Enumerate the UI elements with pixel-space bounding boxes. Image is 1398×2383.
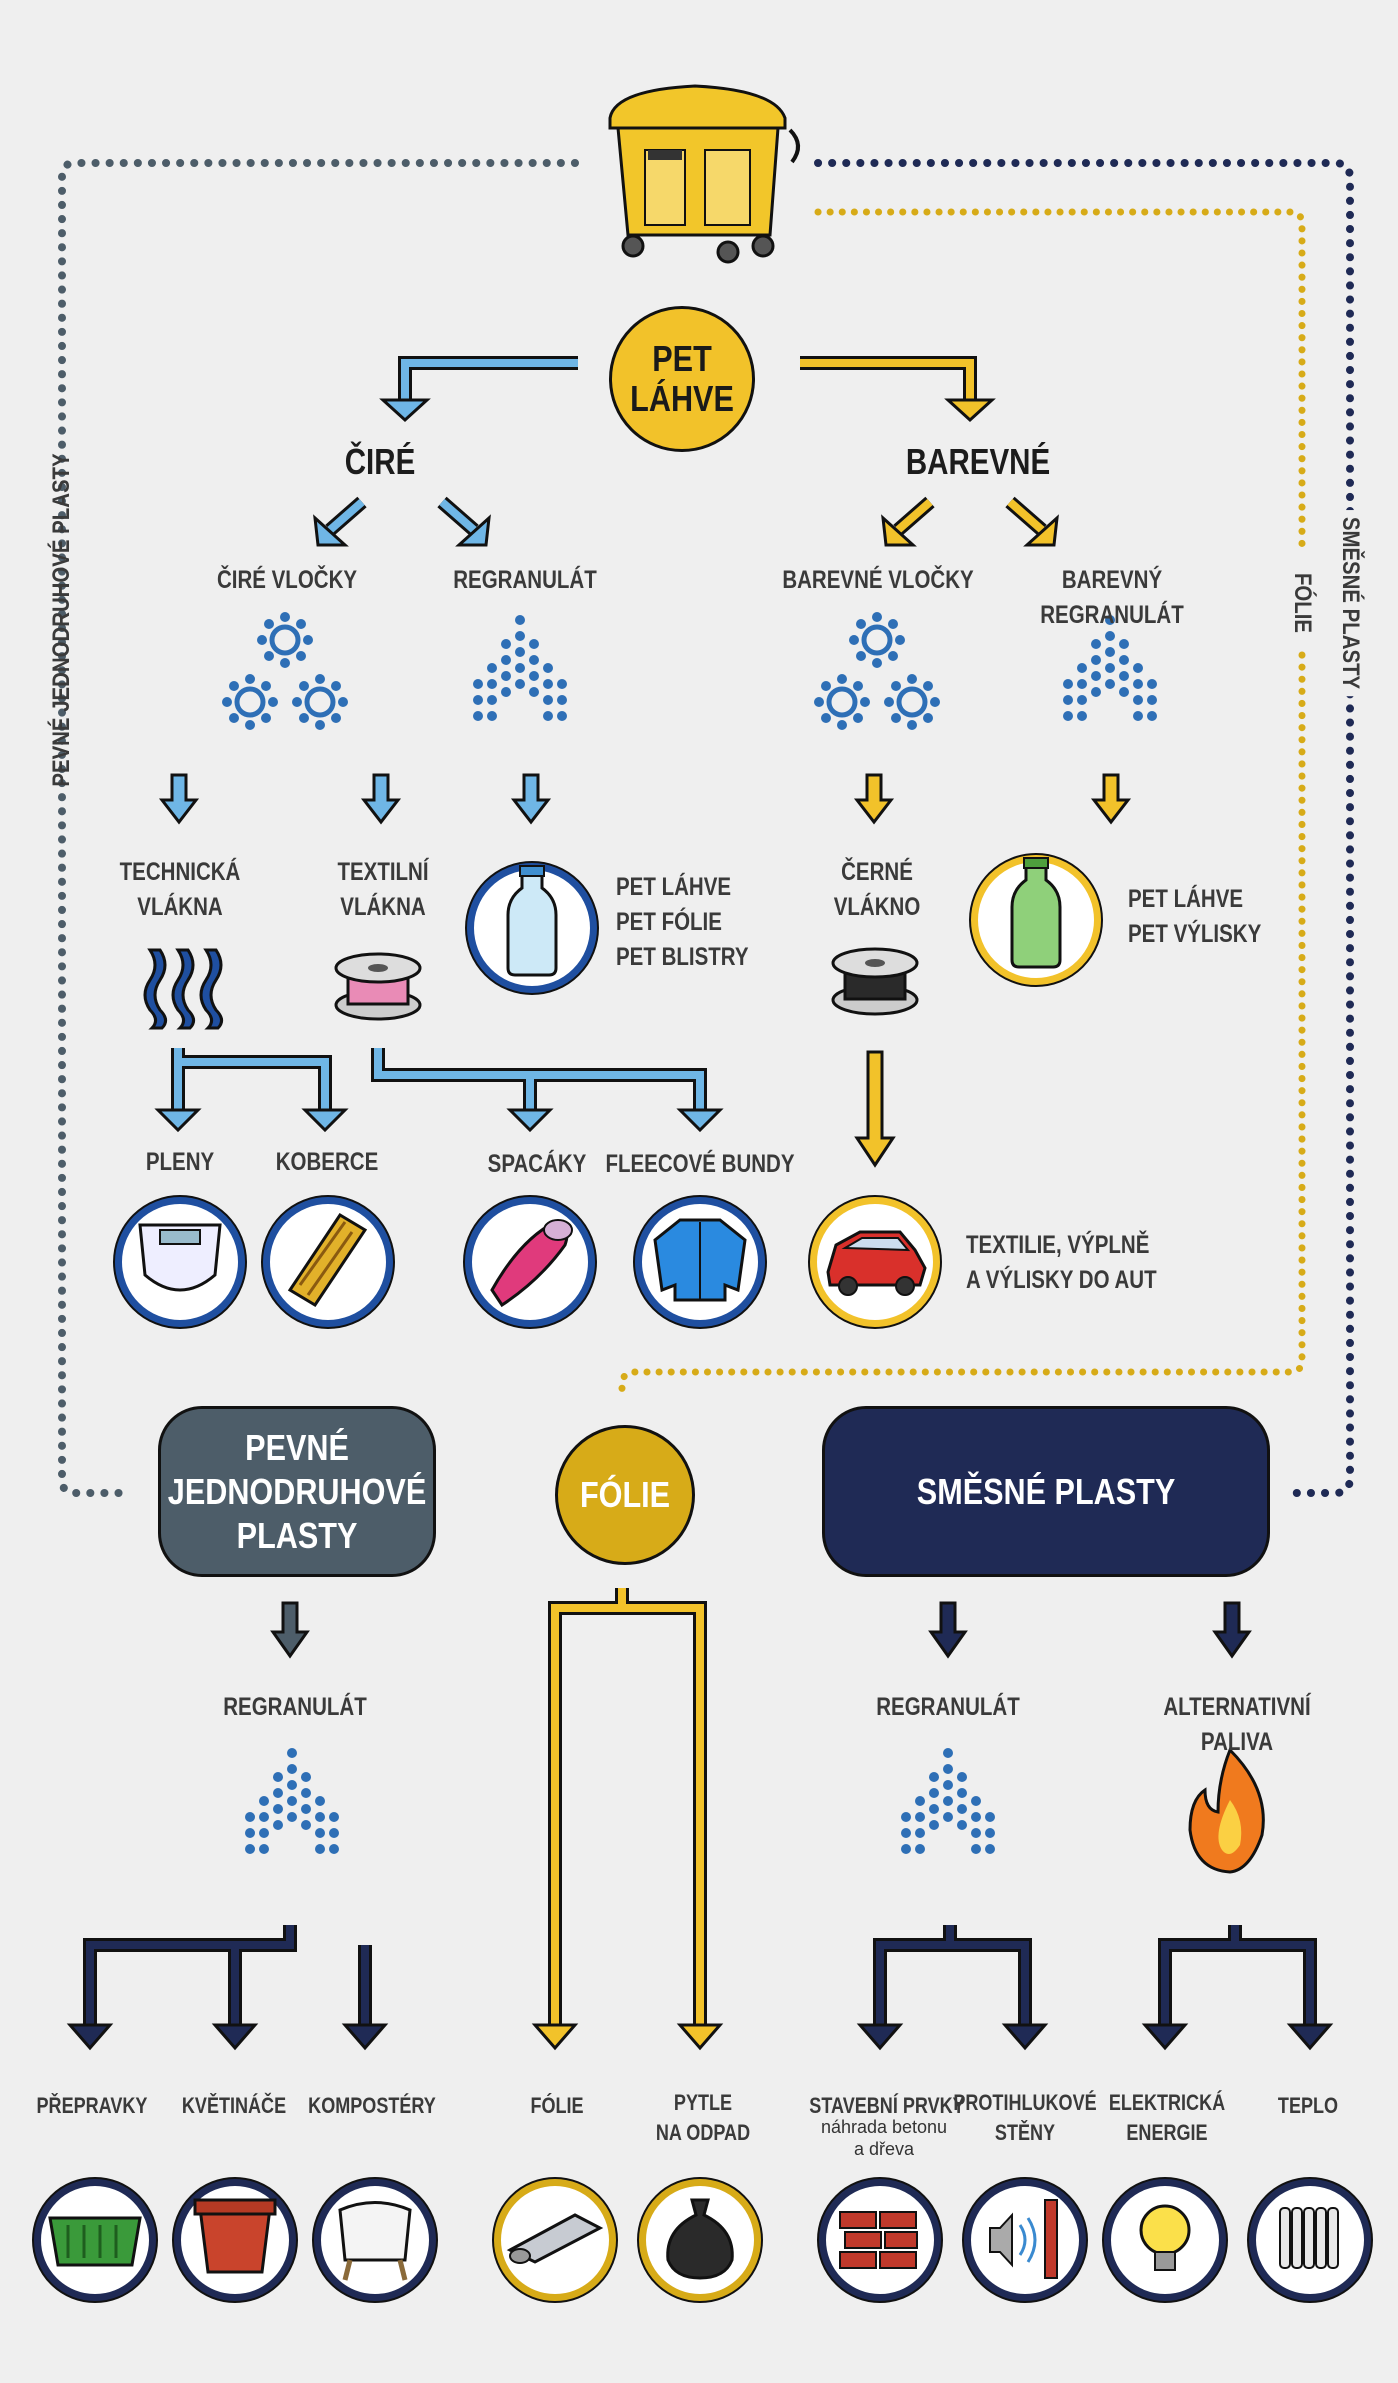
category-solid-title: PEVNÉ JEDNODRUHOVÉ PLASTY (167, 1426, 427, 1556)
radiator-icon (1247, 2177, 1373, 2303)
bulb-icon (1102, 2177, 1228, 2303)
label-clear-products: PET LÁHVE PET FÓLIE PET BLISTRY (616, 873, 749, 971)
down-arrow-fuel (1212, 1601, 1252, 1659)
category-foil: FÓLIE (555, 1425, 695, 1565)
arrow-colored-right (1005, 496, 1059, 547)
composter-icon (312, 2177, 438, 2303)
side-label-solid: PEVNÉ JEDNODRUHOVÉ PLASTY (48, 453, 75, 787)
label-trash-bags: PYTLE NA ODPAD (655, 2090, 751, 2145)
foil-roll-icon (492, 2177, 618, 2303)
label-clear-flakes: ČIRÉ VLOČKY (216, 566, 358, 594)
label-heat: TEPLO (1277, 2093, 1339, 2118)
label-car-parts: TEXTILIE, VÝPLNĚ A VÝLISKY DO AUT (966, 1231, 1157, 1294)
label-foil: FÓLIE (530, 2093, 584, 2118)
right-inner-dotted-frame-lower (618, 651, 1306, 1399)
down-arrow-mixed (928, 1601, 968, 1659)
down-arrow-solid (270, 1601, 310, 1659)
arrow-to-clear (398, 356, 578, 405)
label-technical-fibers: TECHNICKÁ VLÁKNA (119, 858, 241, 921)
bracket-solid (66, 1925, 389, 2051)
category-mixed-plastics: SMĚSNÉ PLASTY (822, 1406, 1270, 1577)
arrow-clear-right (437, 496, 491, 547)
label-fleece: FLEECOVÉ BUNDY (605, 1150, 795, 1178)
arrow-clear-left (313, 496, 367, 547)
bracket-fibers-technical (154, 1048, 349, 1133)
label-carpets: KOBERCE (275, 1148, 379, 1176)
category-foil-title: FÓLIE (579, 1474, 671, 1515)
category-mixed-title: SMĚSNÉ PLASTY (916, 1470, 1176, 1512)
label-mixed-regranulate: REGRANULÁT (876, 1693, 1020, 1721)
bracket-foil (531, 1588, 724, 2051)
label-colored-regranulate: BAREVNÝ REGRANULÁT (1040, 566, 1184, 629)
bracket-fuel (1141, 1925, 1334, 2051)
label-clear-regranulate: REGRANULÁT (453, 566, 597, 594)
diaper-icon (113, 1195, 247, 1329)
label-textile-fibers: TEXTILNÍ VLÁKNA (337, 858, 429, 921)
label-alt-fuel: ALTERNATIVNÍ PALIVA (1163, 1693, 1311, 1756)
label-colored-products: PET LÁHVE PET VÝLISKY (1128, 885, 1262, 948)
label-diapers: PLENY (145, 1148, 215, 1176)
right-inner-dotted-frame (814, 208, 1306, 554)
trash-bag-icon (637, 2177, 763, 2303)
bottle-icon (969, 853, 1103, 987)
bottle-icon (465, 861, 599, 995)
pet-bottles-node: PET LÁHVE (609, 306, 755, 452)
category-solid-plastics: PEVNÉ JEDNODRUHOVÉ PLASTY (158, 1406, 436, 1577)
carpet-icon (261, 1195, 395, 1329)
noise-wall-icon (962, 2177, 1088, 2303)
label-solid-regranulate: REGRANULÁT (223, 1693, 367, 1721)
spool-icon (831, 947, 919, 1016)
label-noise-walls: PROTIHLUKOVÉ STĚNY (953, 2090, 1097, 2145)
label-black-fiber: ČERNÉ VLÁKNO (833, 858, 921, 921)
side-label-foil: FÓLIE (1289, 572, 1316, 634)
bracket-mixed (856, 1925, 1049, 2051)
left-dotted-frame (58, 159, 579, 1497)
crate-icon (32, 2177, 158, 2303)
flowerpot-icon (172, 2177, 298, 2303)
pet-bottles-title: PET LÁHVE (630, 338, 734, 419)
branch-colored: BAREVNÉ (905, 441, 1051, 482)
container-icon (608, 84, 800, 264)
arrow-colored-left (881, 496, 935, 547)
granulate-icon (901, 1748, 995, 1854)
bracket-fibers-textile (371, 1048, 724, 1133)
flakes-icon (814, 612, 940, 730)
label-flowerpots: KVĚTINÁČE (181, 2093, 287, 2118)
down-arrows-yellow (853, 773, 1132, 1168)
label-sleeping-bags: SPACÁKY (487, 1150, 587, 1178)
label-composters: KOMPOSTÉRY (308, 2093, 436, 2118)
granulate-icon (245, 1748, 339, 1854)
side-label-mixed: SMĚSNÉ PLASTY (1336, 510, 1364, 696)
right-outer-dotted-frame (814, 159, 1354, 1497)
fibers-icon (143, 948, 223, 1030)
jacket-icon (633, 1195, 767, 1329)
down-arrows-blue (158, 773, 552, 825)
label-crates: PŘEPRAVKY (36, 2093, 148, 2118)
bricks-icon (817, 2177, 943, 2303)
sleeping-bag-icon (463, 1195, 597, 1329)
label-building-note: náhrada betonu a dřeva (820, 2117, 948, 2159)
branch-clear: ČIRÉ (344, 441, 416, 482)
label-colored-flakes: BAREVNÉ VLOČKY (782, 566, 974, 594)
granulate-icon (473, 615, 567, 721)
fire-icon (1188, 1747, 1265, 1874)
car-icon (808, 1195, 942, 1329)
spool-icon (334, 952, 422, 1021)
flakes-icon (222, 612, 348, 730)
label-building: STAVEBNÍ PRVKY (809, 2093, 965, 2118)
label-electricity: ELEKTRICKÁ ENERGIE (1108, 2090, 1226, 2145)
